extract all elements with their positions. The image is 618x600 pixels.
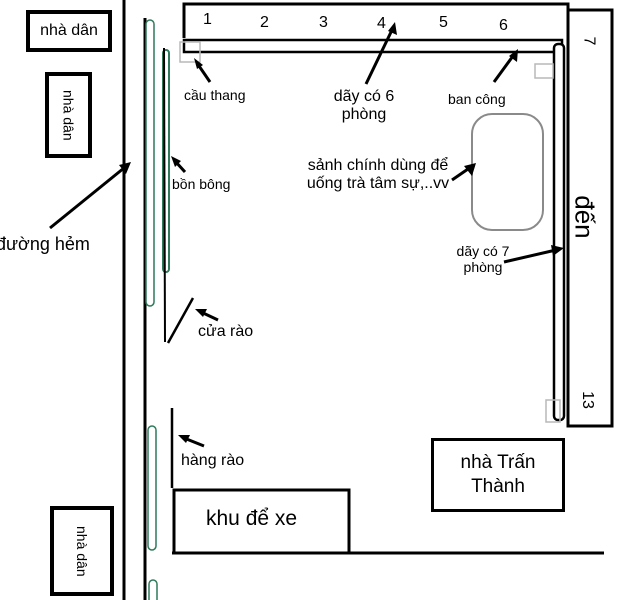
top-rooms-block [182,2,570,38]
arrow-alley-head [119,162,131,174]
stairs-top-right [534,63,554,79]
stairs-bottom-right [545,399,561,423]
arrow-fence-head [178,435,190,443]
label-balcony: ban công [448,91,506,107]
house-tran-thanh-label: nhà Trấn Thành [460,452,536,497]
room-number-3: 3 [319,14,328,31]
arrow-top-rooms-head [388,22,397,35]
label-parking: khu để xe [206,507,298,530]
label-alley: đường hẻm [0,234,90,254]
room-number-4: 4 [377,15,386,32]
arrow-alley [49,166,125,230]
label-gate: cửa rào [198,323,254,340]
arrow-flower-bed-head [171,156,181,167]
parking-area [172,488,351,553]
house-left-mid-label: nhà dân [60,89,77,141]
right-rooms-block [566,8,614,428]
house-left-mid: nhà dân [45,72,92,158]
property-wall-left [163,47,166,343]
room-number-13: 13 [578,391,596,409]
arrow-right-rooms-head [551,245,564,256]
label-right-rooms: dãy có 7 phòng [456,243,510,276]
stairs-top-left [179,41,201,63]
top-corridor [182,38,564,54]
arrow-balcony-head [509,49,518,62]
house-left-bottom-label: nhà dân [74,525,90,577]
room-number-7: 7 [580,36,598,46]
arrows [49,22,564,448]
arrow-lobby-head [464,163,476,176]
gate-panel [166,297,195,344]
label-fence: hàng rào [181,452,245,469]
label-flower-bed: bồn bông [172,176,231,192]
flower-bed-strip-4 [148,579,158,600]
label-lobby: sảnh chính dùng để uống trà tâm sự,..vv [306,157,450,193]
room-number-6: 6 [499,17,508,34]
house-left-top-label: nhà dân [40,22,98,39]
flower-bed-strip-3 [147,425,157,551]
arrow-gate-head [195,309,207,317]
flower-bed-strip-1 [145,19,155,307]
label-inn: đến [569,195,600,239]
arrow-right-rooms [503,248,557,264]
house-left-top: nhà dân [26,10,112,52]
room-number-1: 1 [203,11,212,28]
arrow-balcony [492,55,515,83]
arrow-lobby [451,167,469,182]
label-top-rooms: dãy có 6 phòng [333,88,395,124]
arrow-top-rooms [364,29,394,85]
arrow-stairs-head [194,58,203,69]
label-stairs: cầu thang [184,87,246,103]
house-left-bottom: nhà dân [50,506,114,596]
right-corridor [552,42,566,422]
lobby-table [471,113,544,231]
room-number-5: 5 [439,14,448,31]
flower-bed-strip-2 [162,49,170,273]
room-number-2: 2 [260,14,269,31]
house-tran-thanh: nhà Trấn Thành [431,438,565,512]
